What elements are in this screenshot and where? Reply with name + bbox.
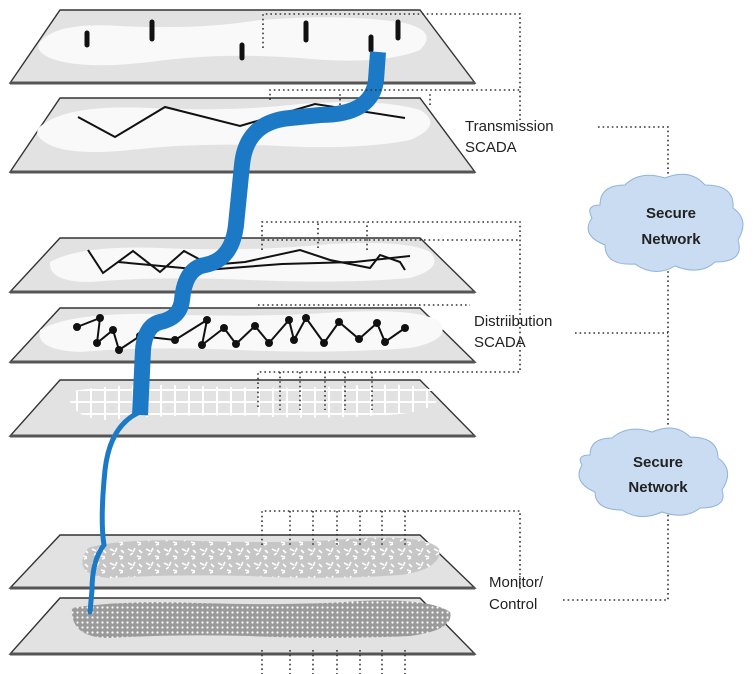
communication-pipe-thin <box>87 409 143 615</box>
transmission-label-line-2: SCADA <box>465 139 517 156</box>
layer-sensors <box>8 534 477 590</box>
layer-distribution-grid <box>8 379 477 438</box>
transmission-label-line-1: Transmission <box>465 118 554 135</box>
monitor-label-line-1: Monitor/ <box>489 574 544 591</box>
transmission-connectors <box>262 13 669 190</box>
cloud-2-line-2: Network <box>628 479 688 496</box>
communication-pipe <box>132 51 386 416</box>
cloud-1-line-2: Network <box>641 231 701 248</box>
distribution-label-line-2: SCADA <box>474 334 526 351</box>
secure-network-cloud-2: Secure Network <box>578 427 729 517</box>
distribution-label-line-1: Distriibution <box>474 313 552 330</box>
secure-network-cloud-1: Secure Network <box>587 173 744 272</box>
layer-substation-devices <box>8 9 477 85</box>
layer-distribution-nodes <box>8 307 477 364</box>
monitor-label-line-2: Control <box>489 596 537 613</box>
layer-endpoints <box>8 597 477 656</box>
distribution-connectors <box>257 221 669 440</box>
cloud-2-line-1: Secure <box>633 454 683 471</box>
monitor-connectors <box>261 505 669 674</box>
layer-subtransmission <box>8 237 477 294</box>
cloud-1-line-1: Secure <box>646 205 696 222</box>
layer-transmission-lines <box>8 97 477 174</box>
